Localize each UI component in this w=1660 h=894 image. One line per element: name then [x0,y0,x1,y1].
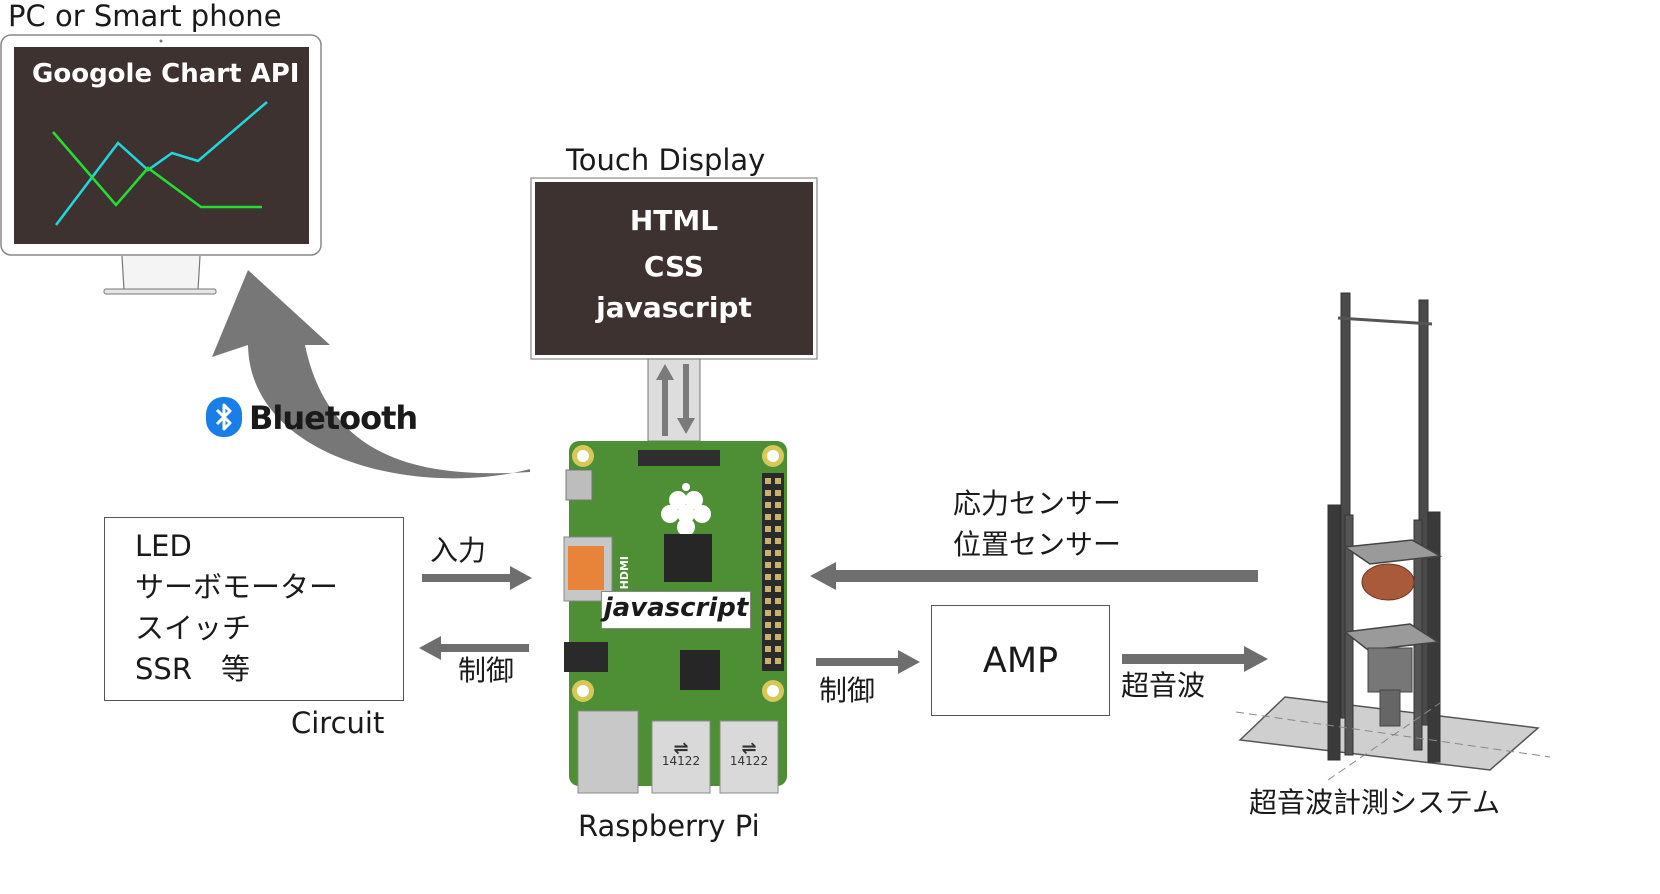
circuit-item-servo: サーボモーター [135,570,339,604]
amp-control-arrow [816,650,920,674]
amp-label: AMP [982,641,1059,681]
bluetooth-icon [206,397,242,437]
circuit-item-led: LED [135,529,192,563]
touch-display-title: Touch Display [566,143,766,177]
touch-display [530,177,818,442]
input-label: 入力 [430,534,487,567]
amp-control-label: 制御 [819,674,876,707]
circuit-item-switch: スイッチ [135,611,252,645]
circuit-item-ssr: SSR 等 [135,652,250,686]
javascript-badge: javascript [601,591,751,629]
sensor-label-position: 位置センサー [953,528,1122,561]
pc-chart [52,101,268,226]
chart-line-cyan [55,101,268,226]
sensor-arrow [810,562,1258,590]
circuit-box: LED サーボモーター スイッチ SSR 等 [104,517,404,701]
bluetooth-arrow [212,270,530,479]
usb-symbol-1: ⇌ [673,738,688,759]
display-line-html: HTML [629,204,719,237]
circuit-caption: Circuit [291,706,385,740]
display-up-arrow [656,364,674,436]
system-caption: 超音波計測システム [1249,786,1501,819]
sensor-label-stress: 応力センサー [953,487,1122,520]
raspberry-logo [661,483,711,536]
usb-label-1: 14122 [661,754,701,768]
input-arrow [422,566,532,590]
display-line-css: CSS [643,250,705,283]
pc-title: PC or Smart phone [8,0,282,33]
measurement-ball [1361,563,1415,601]
amp-box: AMP [931,605,1110,716]
raspberry-pi-caption: Raspberry Pi [578,809,760,843]
control-arrow-left [419,636,529,660]
chart-line-green [52,131,262,209]
ultrasonic-arrow [1122,646,1268,672]
usb-label-2: 14122 [729,754,769,768]
hdmi-label: HDMI [618,556,631,590]
usb-symbol-2: ⇌ [741,738,756,759]
javascript-badge-text: javascript [603,593,749,623]
display-line-javascript: javascript [596,291,752,324]
display-down-arrow [677,364,695,434]
measurement-system [1235,292,1551,781]
control-label-left: 制御 [458,654,515,687]
pc-screen-text: Googole Chart API [32,59,300,89]
ultrasonic-label: 超音波 [1121,669,1206,702]
bluetooth-label: Bluetooth [249,399,418,437]
